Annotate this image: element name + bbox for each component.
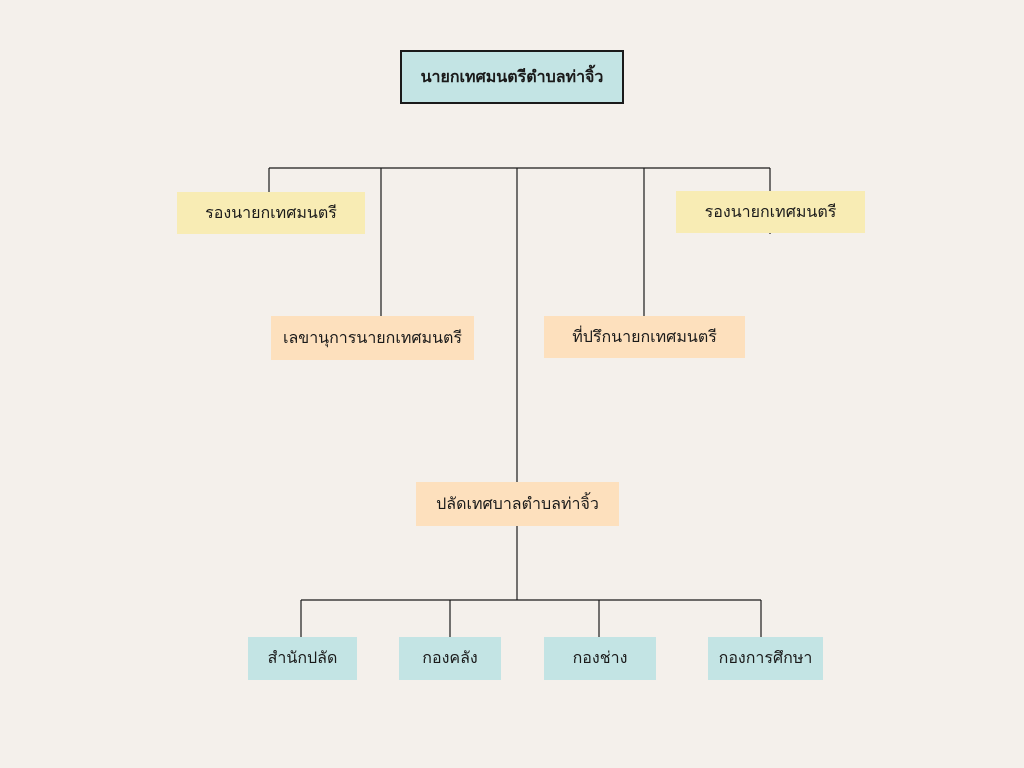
deputy-mayor-left-box: รองนายกเทศมนตรี <box>177 192 365 234</box>
advisor-label: ที่ปรึกนายกเทศมนตรี <box>572 326 717 346</box>
division-box-engineering: กองช่าง <box>544 637 656 680</box>
division-label: สำนักปลัด <box>267 648 338 667</box>
secretary-label: เลขานุการนายกเทศมนตรี <box>282 327 463 347</box>
division-label: กองคลัง <box>422 648 478 667</box>
deputy-mayor-right-box: รองนายกเทศมนตรี <box>676 191 865 233</box>
division-box-finance: กองคลัง <box>399 637 501 680</box>
mayor-label: นายกเทศมนตรีตำบลท่าจิ้ว <box>420 66 604 86</box>
division-box-office: สำนักปลัด <box>248 637 357 680</box>
deputy-mayor-left-label: รองนายกเทศมนตรี <box>205 202 337 222</box>
division-label: กองการศึกษา <box>718 648 813 667</box>
division-box-education: กองการศึกษา <box>708 637 823 680</box>
municipal-clerk-box: ปลัดเทศบาลตำบลท่าจิ้ว <box>416 482 619 526</box>
mayor-box: นายกเทศมนตรีตำบลท่าจิ้ว <box>400 50 624 104</box>
deputy-mayor-right-label: รองนายกเทศมนตรี <box>704 201 837 221</box>
division-label: กองช่าง <box>572 648 628 667</box>
advisor-box: ที่ปรึกนายกเทศมนตรี <box>544 316 745 358</box>
municipal-clerk-label: ปลัดเทศบาลตำบลท่าจิ้ว <box>436 493 599 513</box>
secretary-box: เลขานุการนายกเทศมนตรี <box>271 316 474 360</box>
